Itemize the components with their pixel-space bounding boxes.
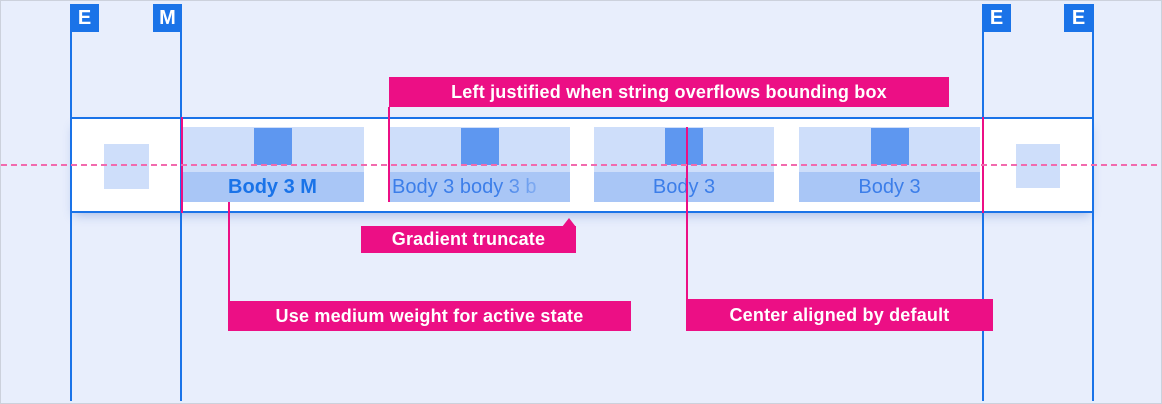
spacing-badge-e-right-outer: E [1064,4,1093,32]
tab-label-active: Body 3 M [181,172,364,202]
tab-icon-placeholder [665,128,703,165]
tab-item-active[interactable]: Body 3 M [181,127,364,202]
baseline-dashed-line [1,164,1161,166]
spacing-badge-m: M [153,4,182,32]
annotation-center-aligned: Center aligned by default [686,299,993,331]
tab-label-default: Body 3 [594,172,774,202]
annotation-medium-weight: Use medium weight for active state [228,301,631,331]
tab-label-text: Body 3 [652,175,716,198]
spacing-badge-e-right-inner: E [982,4,1011,32]
tab-icon-placeholder [461,128,499,165]
gradient-truncate-fade [498,172,570,202]
tab-label-overflow: Body 3 body 3 b [390,172,570,202]
redline-left-justified-leader [388,107,390,202]
annotation-arrow-up-icon [562,218,576,227]
tab-label-default: Body 3 [799,172,980,202]
redline-center-aligned-leader [686,127,688,299]
redline-medium-weight-leader [228,202,230,301]
annotation-left-justified: Left justified when string overflows bou… [389,77,949,107]
tab-icon-placeholder [870,128,909,165]
tab-label-text: Body 3 [858,175,921,198]
guide-line-right-outer [1092,4,1094,401]
annotation-gradient-truncate: Gradient truncate [361,226,576,253]
trailing-icon-placeholder [1016,144,1060,188]
spacing-badge-e-left: E [70,4,99,32]
tab-icon-placeholder [253,128,292,165]
leading-icon-placeholder [104,144,149,189]
tab-label-text: Body 3 M [228,175,317,198]
guide-line-left-outer [70,4,72,401]
